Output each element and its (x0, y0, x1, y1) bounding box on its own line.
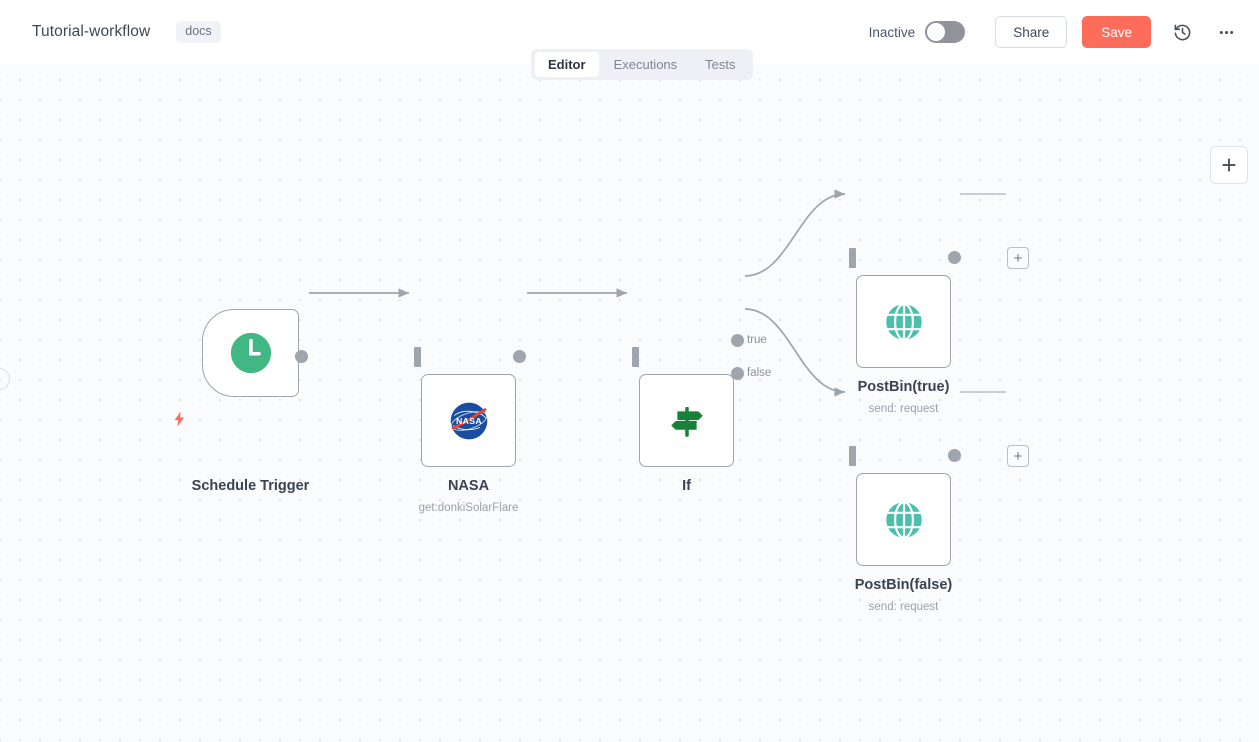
add-node-button[interactable] (1210, 146, 1248, 184)
port-in-postbin-true[interactable] (849, 248, 856, 268)
activation-status-label: Inactive (868, 24, 916, 40)
globe-icon (885, 500, 922, 539)
node-subtitle-postbin-true: send: request (868, 403, 939, 415)
node-nasa[interactable]: NASA (421, 374, 516, 467)
save-button[interactable]: Save (1082, 16, 1151, 48)
node-if[interactable] (639, 374, 734, 467)
node-label-schedule-trigger: Schedule Trigger (191, 478, 310, 494)
workflow-title[interactable]: Tutorial-workflow (32, 23, 151, 40)
port-out-if-false[interactable] (731, 367, 744, 380)
port-out-postbin-false[interactable] (948, 449, 961, 462)
header-actions: Inactive Share Save (869, 16, 1259, 48)
add-node-stub-postbin-true[interactable]: + (1007, 247, 1029, 269)
node-schedule-trigger[interactable] (202, 309, 299, 397)
history-icon[interactable] (1169, 19, 1195, 45)
view-tabs: Editor Executions Tests (531, 49, 753, 80)
add-node-stub-postbin-false[interactable]: + (1007, 445, 1029, 467)
share-button[interactable]: Share (995, 16, 1068, 48)
tab-editor[interactable]: Editor (535, 52, 599, 77)
tab-executions[interactable]: Executions (613, 57, 678, 72)
port-in-postbin-false[interactable] (849, 446, 856, 466)
workflow-tag-docs[interactable]: docs (176, 21, 221, 43)
node-postbin-false[interactable] (856, 473, 951, 566)
node-label-postbin-false: PostBin(false) (854, 577, 953, 593)
trigger-bolt-icon (171, 407, 188, 436)
tab-tests[interactable]: Tests (705, 57, 736, 72)
port-label-true: true (747, 334, 767, 346)
workflow-canvas[interactable]: Schedule Trigger NASA NASA get:donkiSola… (0, 64, 1259, 742)
activation-toggle[interactable] (925, 21, 966, 43)
port-in-if[interactable] (632, 347, 639, 367)
port-in-nasa[interactable] (414, 347, 421, 367)
port-out-if-true[interactable] (731, 334, 744, 347)
node-subtitle-postbin-false: send: request (868, 601, 939, 613)
svg-text:NASA: NASA (455, 416, 481, 426)
port-out-postbin-true[interactable] (948, 251, 961, 264)
toggle-knob (927, 23, 946, 41)
port-label-false: false (747, 367, 772, 379)
more-options-icon[interactable] (1213, 19, 1239, 45)
signpost-icon (670, 406, 703, 437)
app-header: Tutorial-workflow docs Inactive Share Sa… (0, 0, 1259, 64)
node-label-postbin-true: PostBin(true) (857, 379, 950, 395)
connection-wires (309, 189, 1006, 397)
port-out-schedule-trigger[interactable] (295, 350, 308, 363)
node-postbin-true[interactable] (856, 275, 951, 368)
nasa-logo-icon: NASA (450, 402, 487, 439)
node-label-if: If (682, 478, 691, 494)
port-out-nasa[interactable] (513, 350, 526, 363)
node-label-nasa: NASA (447, 478, 490, 494)
node-subtitle-nasa: get:donkiSolarFlare (418, 502, 519, 514)
globe-icon (885, 302, 922, 341)
clock-icon (230, 332, 271, 374)
